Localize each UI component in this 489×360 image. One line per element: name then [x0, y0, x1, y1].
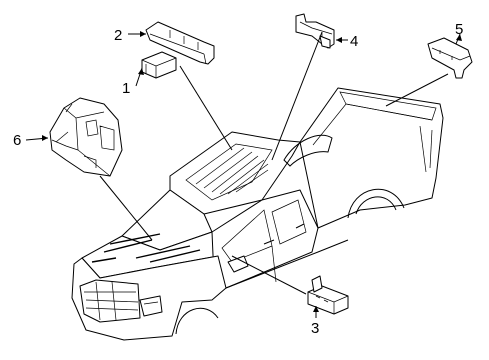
leader-lines	[25, 31, 462, 318]
part-2-bracket	[145, 21, 215, 65]
part-6-control-module	[49, 97, 123, 177]
callout-2: 2	[114, 27, 122, 44]
callout-5: 5	[455, 21, 463, 38]
callout-4: 4	[350, 33, 358, 50]
part-4-sensor	[295, 13, 335, 49]
part-5-sensor	[427, 37, 473, 79]
part-3-sensor	[307, 275, 349, 315]
pickup-truck-outline	[71, 87, 444, 341]
part-1-module	[141, 51, 177, 79]
callout-6: 6	[13, 132, 21, 149]
callout-1: 1	[122, 80, 130, 97]
callout-3: 3	[311, 320, 319, 337]
